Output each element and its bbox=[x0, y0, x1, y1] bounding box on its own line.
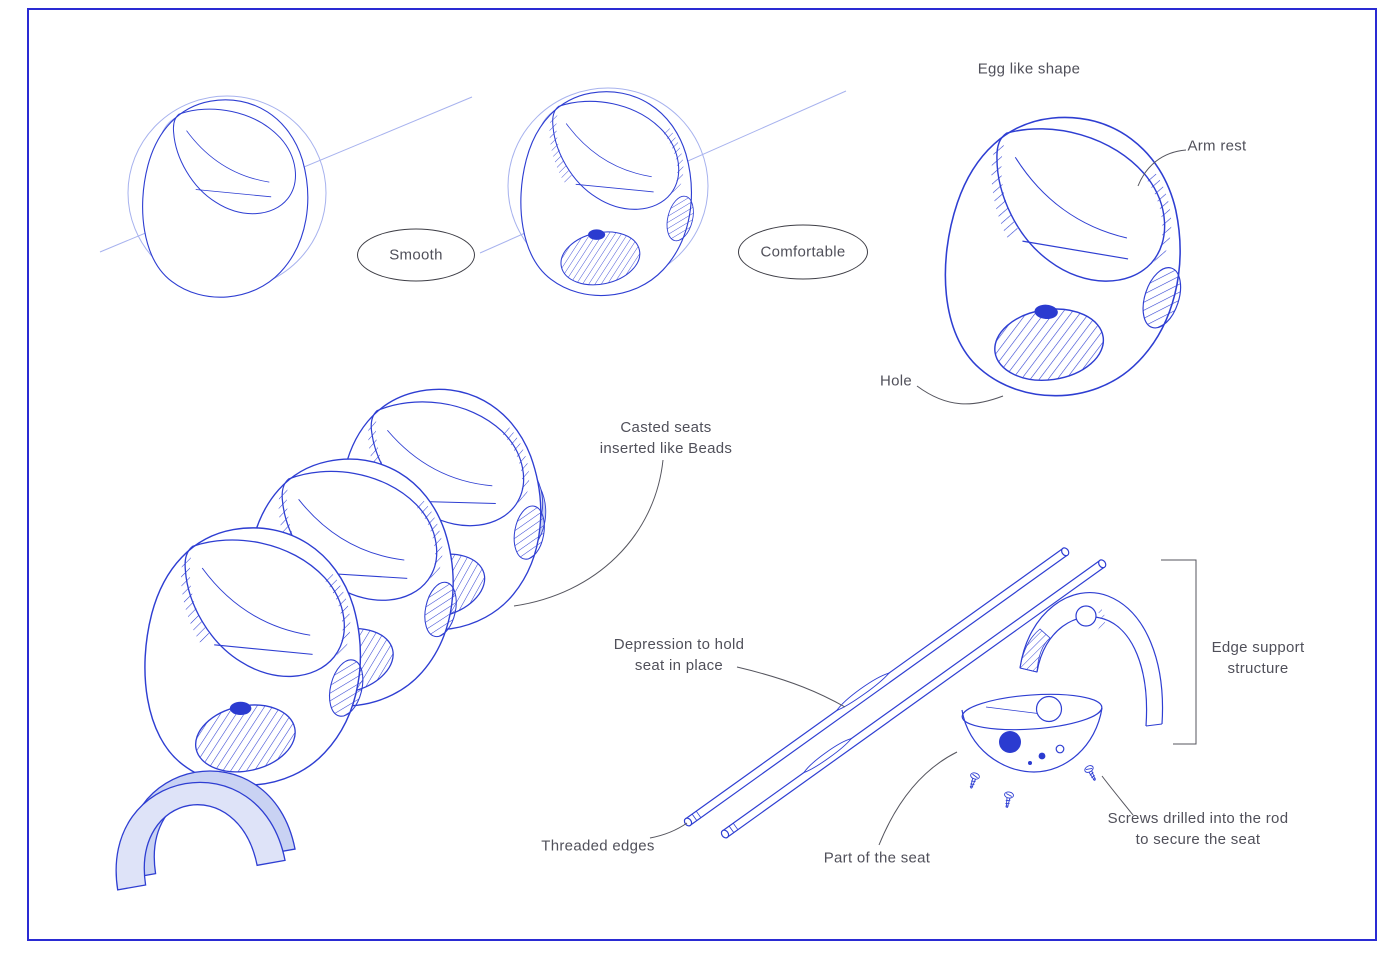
comfortable-label: Comfortable bbox=[760, 243, 846, 261]
leader-lines bbox=[513, 149, 1197, 846]
threaded-edges-leader bbox=[649, 822, 688, 839]
hole-label: Hole bbox=[879, 372, 913, 390]
rod-1 bbox=[683, 547, 1070, 827]
casted-seats-label: Casted seats inserted like Beads bbox=[599, 419, 733, 457]
final-egg-chair-sketch bbox=[937, 110, 1198, 405]
bead-seats-sketch bbox=[100, 382, 562, 891]
depression-leader bbox=[736, 666, 846, 708]
note-bubble-smooth: Smooth bbox=[357, 228, 475, 282]
exploded-assembly-sketch bbox=[683, 547, 1164, 839]
edge-support-label: Edge support structure bbox=[1211, 639, 1305, 677]
casted-seats-leader bbox=[513, 459, 664, 607]
screws-leader bbox=[1101, 775, 1134, 816]
concept-sketch-1 bbox=[142, 99, 309, 298]
arm-rest-label: Arm rest bbox=[1187, 137, 1247, 155]
part-of-seat-leader bbox=[878, 751, 958, 846]
part-of-seat-label: Part of the seat bbox=[823, 849, 931, 867]
hole-leader bbox=[916, 385, 1004, 405]
smooth-label: Smooth bbox=[389, 246, 443, 264]
threaded-edges-label: Threaded edges bbox=[541, 837, 655, 855]
rod-hole-dot bbox=[999, 731, 1021, 753]
arm-rest-leader bbox=[1137, 149, 1187, 187]
screw-icon bbox=[1083, 763, 1100, 784]
note-bubble-comfortable: Comfortable bbox=[738, 224, 868, 280]
edge-support-bracket bbox=[1161, 559, 1197, 745]
edge-support-piece bbox=[1019, 591, 1164, 727]
depression-label: Depression to hold seat in place bbox=[613, 636, 745, 674]
concept-sketch-2 bbox=[521, 92, 698, 296]
screw-icon bbox=[966, 771, 981, 791]
seat-bowl-part bbox=[961, 693, 1103, 810]
screw-icon bbox=[1001, 790, 1015, 810]
egg-like-shape-label: Egg like shape bbox=[977, 60, 1081, 78]
rod-2 bbox=[720, 559, 1107, 839]
screws-label: Screws drilled into the rod to secure th… bbox=[1107, 810, 1289, 848]
